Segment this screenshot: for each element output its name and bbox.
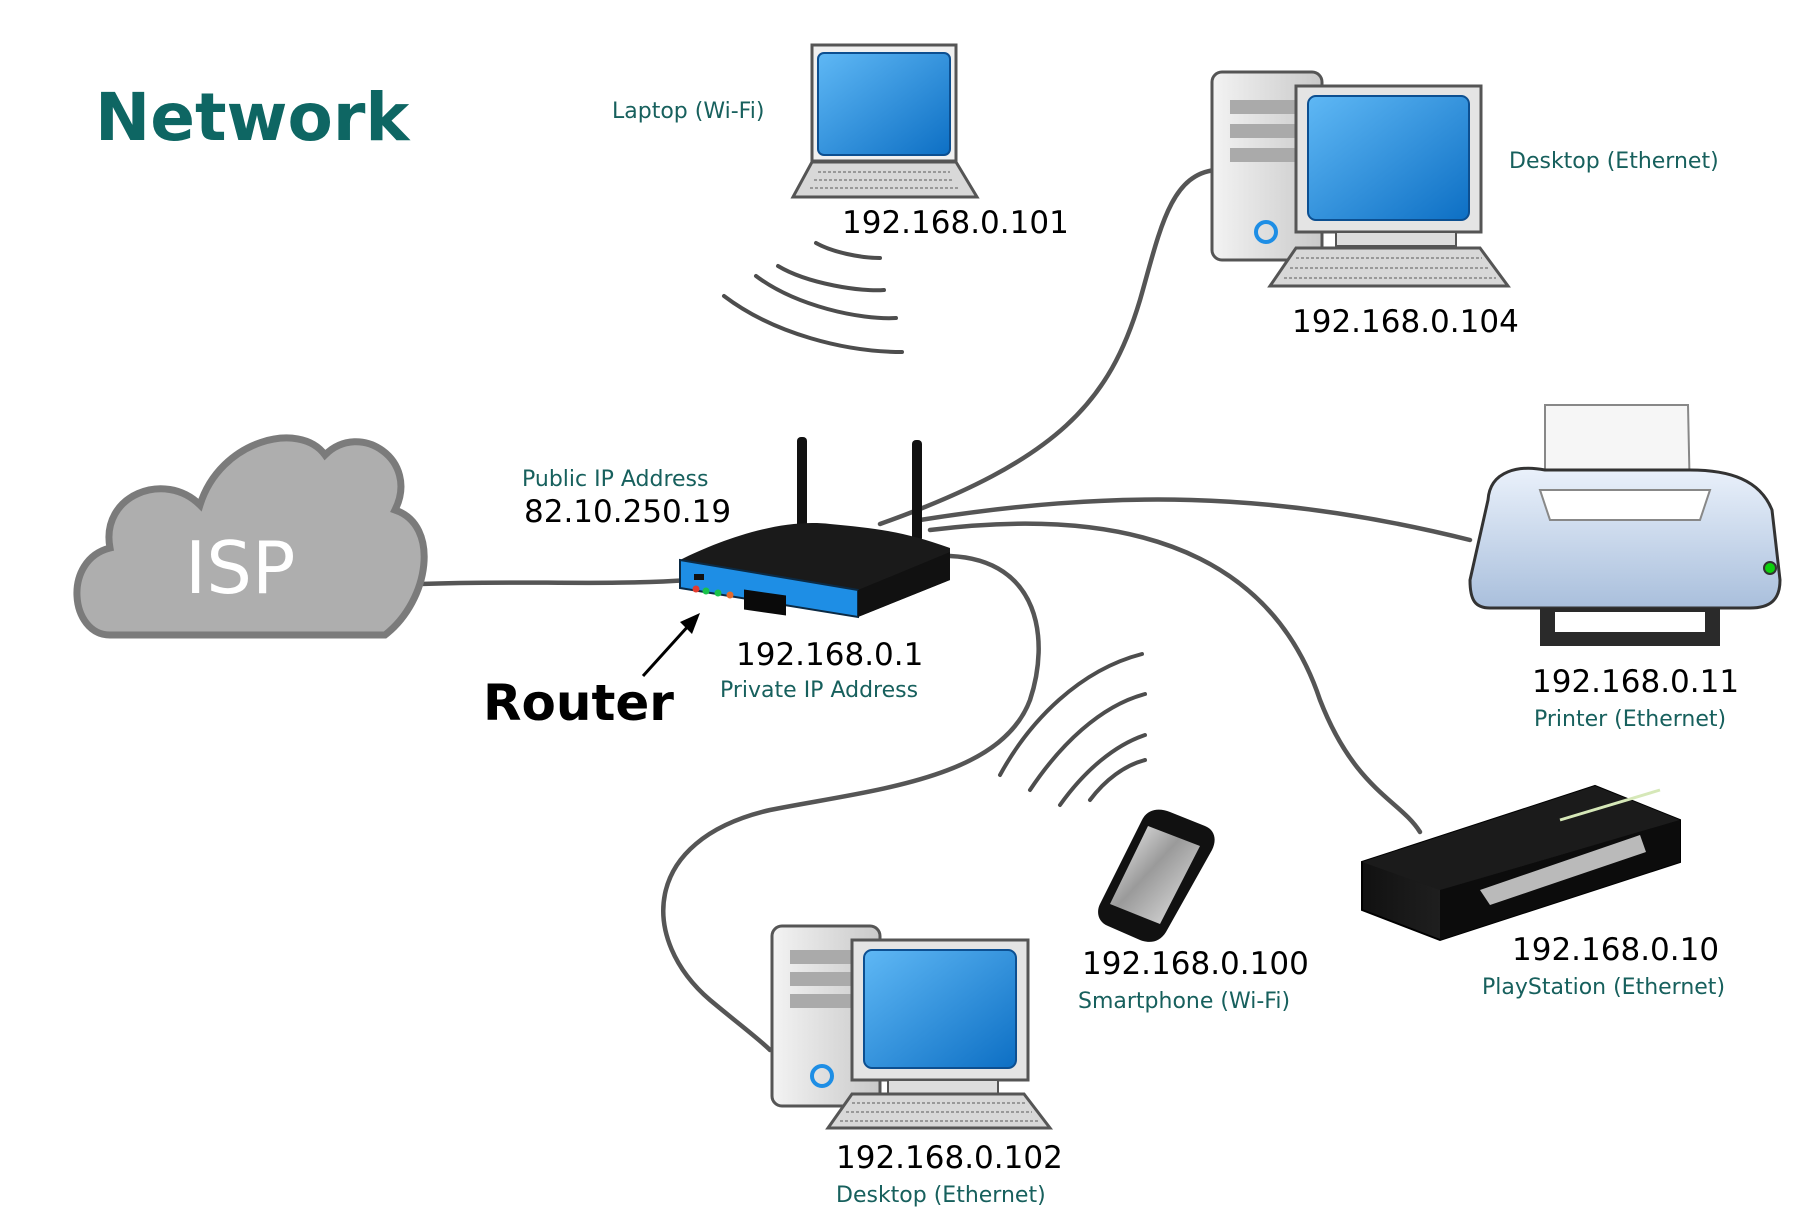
cable-isp-router (417, 577, 693, 587)
smartphone-ip: 192.168.0.100 (1082, 946, 1309, 982)
desktop-computer-icon (1210, 70, 1511, 288)
isp-label: ISP (185, 526, 295, 610)
printer-ip: 192.168.0.11 (1532, 664, 1739, 700)
smartphone-icon (1098, 809, 1215, 942)
public-ip-label: Public IP Address (522, 467, 708, 492)
network-cables (417, 167, 1473, 1053)
router-callout-arrow (641, 613, 700, 678)
game-console-icon (1361, 784, 1681, 942)
router-callout-label: Router (483, 674, 674, 732)
cable-router-printer (917, 497, 1473, 543)
desktop-computer-icon (770, 924, 1054, 1130)
cable-router-desktop-bottom (661, 553, 1041, 1053)
page-title: Network (95, 79, 411, 156)
wifi-signal-laptop-icon (722, 241, 904, 354)
router-led (714, 589, 722, 597)
cable-router-playstation (927, 521, 1423, 835)
printer-led (1763, 561, 1777, 575)
printer-label: Printer (Ethernet) (1534, 707, 1726, 732)
router-led (726, 591, 734, 599)
desktop-top-ip: 192.168.0.104 (1292, 304, 1519, 340)
public-ip-address: 82.10.250.19 (524, 494, 731, 530)
cable-router-desktop-top (877, 167, 1218, 527)
cloud-icon (73, 434, 428, 639)
playstation-ip: 192.168.0.10 (1512, 932, 1719, 968)
playstation-label: PlayStation (Ethernet) (1482, 975, 1725, 1000)
router-private-ip: 192.168.0.1 (736, 637, 923, 673)
laptop-ip: 192.168.0.101 (842, 205, 1069, 241)
wifi-signal-smartphone-icon (998, 652, 1147, 807)
private-ip-label: Private IP Address (720, 678, 918, 703)
wireless-router-icon (679, 437, 950, 619)
laptop-label: Laptop (Wi-Fi) (612, 99, 764, 124)
laptop-icon (790, 43, 980, 199)
printer-icon (1468, 404, 1782, 646)
router-led (692, 585, 700, 593)
desktop-bottom-ip: 192.168.0.102 (836, 1140, 1063, 1176)
router-led (702, 587, 710, 595)
desktop-bottom-label: Desktop (Ethernet) (836, 1183, 1046, 1208)
smartphone-label: Smartphone (Wi-Fi) (1078, 989, 1290, 1014)
desktop-top-label: Desktop (Ethernet) (1509, 149, 1719, 174)
